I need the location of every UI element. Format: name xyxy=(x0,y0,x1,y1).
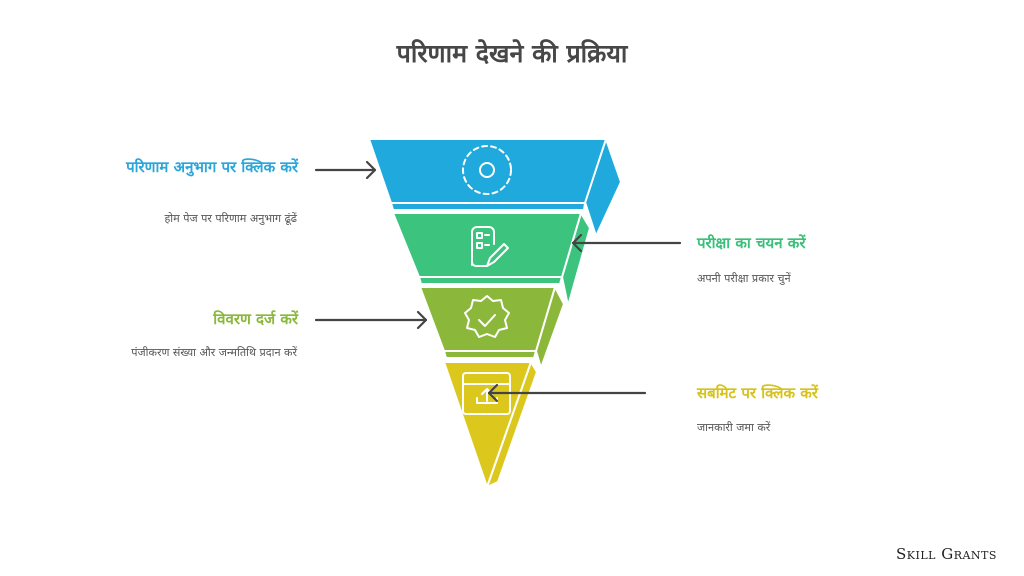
step-2-label: परीक्षा का चयन करें xyxy=(697,234,806,252)
step-1-label: परिणाम अनुभाग पर क्लिक करें xyxy=(126,158,298,176)
arrow-step-1 xyxy=(314,160,377,180)
page-title: परिणाम देखने की प्रक्रिया xyxy=(396,39,628,68)
funnel-level-3 xyxy=(419,286,565,369)
funnel-level-4 xyxy=(443,361,538,488)
arrow-step-3 xyxy=(314,310,428,330)
target-circle-icon xyxy=(462,145,512,195)
funnel-level-1 xyxy=(368,138,622,237)
step-3-description: पंजीकरण संख्या और जन्मतिथि प्रदान करें xyxy=(131,346,297,359)
arrow-step-2 xyxy=(571,233,682,253)
checklist-pencil-icon xyxy=(471,226,509,267)
verified-badge-icon xyxy=(464,295,510,338)
brand-logo: Skill Grants xyxy=(896,545,997,563)
step-4-description: जानकारी जमा करें xyxy=(697,421,771,434)
step-2-description: अपनी परीक्षा प्रकार चुनें xyxy=(697,272,791,285)
step-4-label: सबमिट पर क्लिक करें xyxy=(697,384,818,402)
step-3-label: विवरण दर्ज करें xyxy=(213,310,298,328)
step-1-description: होम पेज पर परिणाम अनुभाग ढूंढें xyxy=(164,212,297,225)
arrow-step-4 xyxy=(487,383,647,403)
